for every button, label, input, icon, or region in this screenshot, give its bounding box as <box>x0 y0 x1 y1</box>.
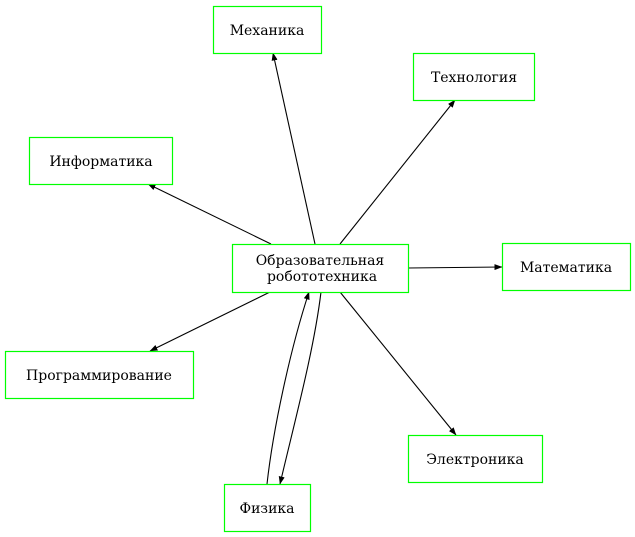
node-label: Электроника <box>426 452 524 468</box>
edges <box>147 52 503 485</box>
node-label: Физика <box>239 501 294 517</box>
node-technology[interactable]: Технология <box>412 52 536 102</box>
node-label: Информатика <box>49 154 152 170</box>
node-electronics[interactable]: Электроника <box>407 434 544 484</box>
node-programming[interactable]: Программирование <box>4 350 195 400</box>
edge-to-informatics <box>147 183 272 245</box>
node-label: Технология <box>431 70 517 86</box>
node-physics[interactable]: Физика <box>223 483 312 533</box>
edge-to-mechanics <box>271 52 316 245</box>
edge-to-mathematics <box>407 264 503 271</box>
edge-to-technology <box>339 99 456 245</box>
node-label: Механика <box>230 23 305 39</box>
node-mathematics[interactable]: Математика <box>501 242 632 292</box>
node-educational-robotics[interactable]: Образовательная робототехника <box>231 243 410 294</box>
node-mechanics[interactable]: Механика <box>212 5 323 55</box>
edge-to-physics <box>278 291 322 485</box>
node-label: Программирование <box>26 368 172 384</box>
edge-to-electronics <box>339 291 457 436</box>
edge-physics-to-center <box>266 291 310 485</box>
node-label-line2: робототехника <box>267 269 377 285</box>
edge-to-programming <box>149 291 271 352</box>
node-informatics[interactable]: Информатика <box>28 136 174 186</box>
node-label-line1: Образовательная <box>256 253 385 269</box>
node-label: Математика <box>520 260 612 276</box>
